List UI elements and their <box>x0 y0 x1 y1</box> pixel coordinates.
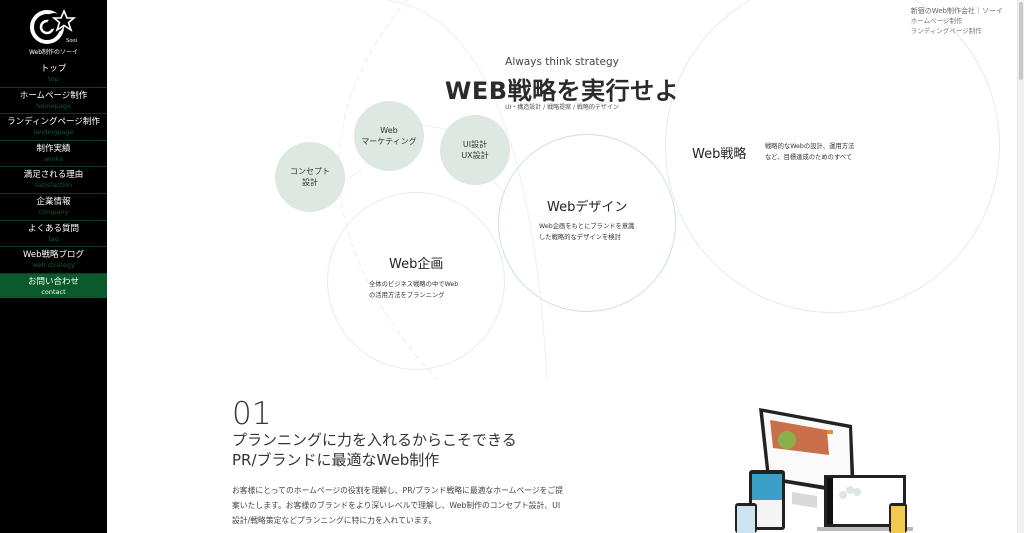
header-link-homepage[interactable]: ホームページ制作 <box>910 17 963 25</box>
hero-tagline: Always think strategy <box>505 56 619 68</box>
nav-sublabel: homepage <box>36 101 71 110</box>
bubble-ui-ux-label: UI設計 UX設計 <box>461 139 488 161</box>
header-link-landingpage[interactable]: ランディングページ制作 <box>910 27 982 35</box>
scrollbar[interactable] <box>1017 0 1024 533</box>
label-line: UI設計 <box>462 140 488 149</box>
section-number: 01 <box>232 396 272 432</box>
nav-label: 企業情報 <box>36 196 71 207</box>
section-heading: プランニングに力を入れるからこそできる PR/ブランドに最適なWeb制作 <box>232 430 517 470</box>
desc-line: した戦略的なデザインを検討 <box>539 233 621 241</box>
nav-label: 制作実績 <box>36 143 71 154</box>
hero-subtitle: UI・構造設計 / 戦略提案 / 戦略的デザイン <box>505 104 619 111</box>
desc-line: 全体のビジネス戦略の中でWeb <box>369 281 459 288</box>
bubble-ui-ux: UI設計 UX設計 <box>440 115 510 185</box>
desc-line: の活用方法をプランニング <box>369 291 445 299</box>
nav-sublabel: contact <box>41 287 66 296</box>
svg-text:Sooi: Sooi <box>66 38 77 44</box>
hero-title: WEB戦略を実行せよ <box>444 77 680 105</box>
nav-label: Web戦略ブログ <box>22 250 85 261</box>
bubble-marketing: Web マーケティング <box>354 101 424 171</box>
logo[interactable]: Sooi Web制作のソーイ <box>0 8 107 56</box>
logo-moon-star-icon: Sooi <box>29 8 77 44</box>
nav-label: よくある質問 <box>27 223 79 234</box>
label-line: マーケティング <box>361 137 417 146</box>
heading-line: プランニングに力を入れるからこそできる <box>232 431 517 449</box>
company-link[interactable]: 新宿のWeb制作会社｜ソーイ <box>910 7 1003 15</box>
body-line: 案いたします。お客様のブランドをより深いレベルで理解し、Web制作のコンセプト設… <box>232 501 561 510</box>
web-strategy-circle <box>665 0 1000 313</box>
desc-line: など、目標達成のためのすべて <box>765 153 853 161</box>
heading-line: PR/ブランドに最適なWeb制作 <box>232 451 440 469</box>
nav-sublabel: faq <box>48 234 59 243</box>
section-body: お客様にとってのホームページの役割を理解し、PR/ブランド戦略に最適なホームペー… <box>232 483 622 528</box>
web-planning-circle <box>327 192 505 370</box>
web-design-desc: Web企画をもとにブランドを意識 した戦略的なデザインを検討 <box>539 222 634 243</box>
devices-mockup-image <box>735 408 913 533</box>
nav-sublabel: web strategy <box>32 261 75 270</box>
nav-sublabel: top <box>48 75 59 83</box>
main-content: Web戦略 戦略的なWebの設計、運用方法 など、目標達成のためのすべて Web… <box>107 0 1017 533</box>
desc-line: 戦略的なWebの設計、運用方法 <box>765 143 855 150</box>
scrollbar-thumb[interactable] <box>1019 2 1023 80</box>
nav-label: 満足される理由 <box>23 170 84 181</box>
nav-sublabel: company <box>38 207 69 216</box>
bubble-concept: コンセプト 設計 <box>275 142 345 212</box>
label-line: UX設計 <box>461 151 489 160</box>
logo-subtitle: Web制作のソーイ <box>28 49 79 56</box>
body-line: お客様にとってのホームページの役割を理解し、PR/ブランド戦略に最適なホームペー… <box>232 486 564 495</box>
body-line: 設計/戦略策定などプランニングに特に力を入れています。 <box>232 516 437 525</box>
web-design-circle <box>498 134 676 312</box>
header-links: 新宿のWeb制作会社｜ソーイ ホームページ制作 ランディングページ制作 <box>911 6 1003 36</box>
web-strategy-title: Web戦略 <box>692 147 747 162</box>
nav-sublabel: landingpage <box>33 128 74 137</box>
label-line: Web <box>380 126 398 135</box>
nav-sublabel: works <box>43 154 64 163</box>
nav-label: ランディングページ制作 <box>7 117 100 128</box>
bubble-concept-label: コンセプト 設計 <box>290 167 330 187</box>
web-strategy-desc: 戦略的なWebの設計、運用方法 など、目標達成のためのすべて <box>765 142 854 163</box>
web-planning-desc: 全体のビジネス戦略の中でWeb の活用方法をプランニング <box>369 280 458 301</box>
nav-label: お問い合わせ <box>27 276 79 287</box>
bubble-marketing-label: Web マーケティング <box>361 125 416 147</box>
web-design-title: Webデザイン <box>547 200 628 215</box>
desc-line: Web企画をもとにブランドを意識 <box>539 223 635 230</box>
nav-sublabel: satisfaction <box>34 181 73 190</box>
nav-label: ホームページ制作 <box>19 90 88 101</box>
nav-label: トップ <box>40 64 67 74</box>
web-planning-title: Web企画 <box>389 257 444 272</box>
